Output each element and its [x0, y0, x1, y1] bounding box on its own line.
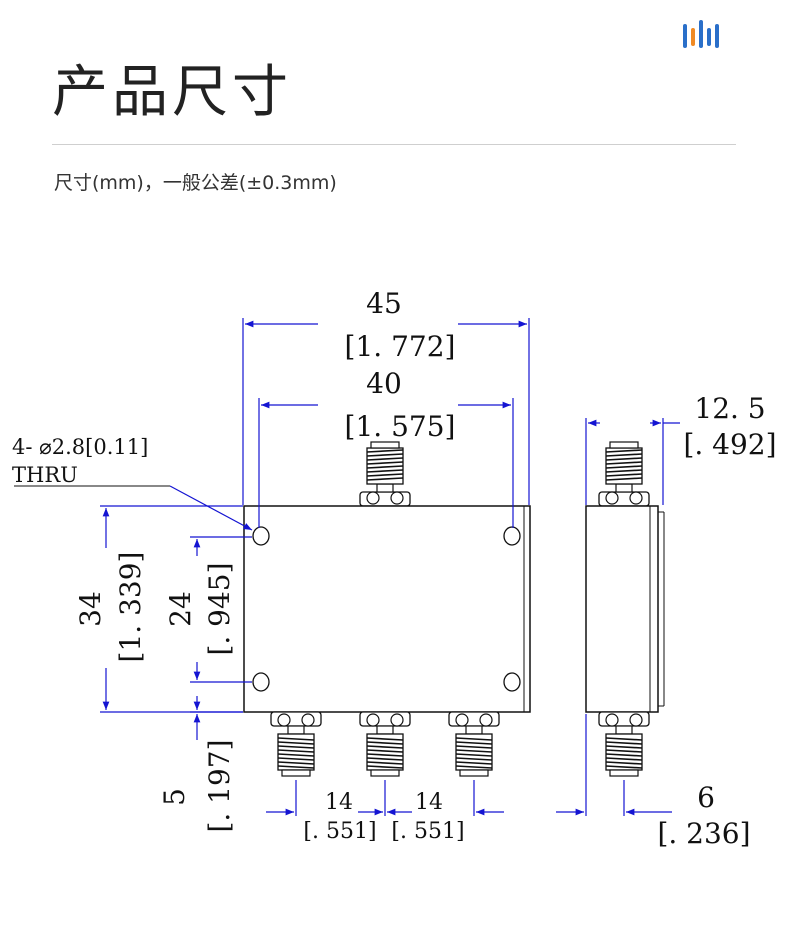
front-view — [243, 441, 531, 777]
hole-note-line1: 4- ⌀2.8[0.11] — [12, 435, 148, 459]
side-view — [585, 441, 665, 777]
dim-14-a: 14 — [325, 790, 353, 815]
dim-5: 5 — [158, 788, 191, 806]
brand-logo — [682, 18, 732, 52]
dim-12-5-in: [. 492] — [683, 428, 776, 461]
hole-note-line2: THRU — [12, 463, 78, 487]
housing-outline — [243, 505, 531, 713]
top-connector — [359, 441, 411, 507]
title-divider — [52, 144, 736, 145]
dim-34-in: [1. 339] — [114, 552, 147, 663]
dim-12-5: 12. 5 — [694, 392, 765, 425]
bottom-connector-1 — [270, 711, 322, 777]
bottom-connector-3 — [448, 711, 500, 777]
dim-40-in: [1. 575] — [345, 410, 456, 443]
dim-6-in: [. 236] — [657, 817, 750, 850]
dim-5-in: [. 197] — [203, 739, 236, 832]
dim-14-b-in: [. 551] — [391, 819, 464, 844]
dim-34: 34 — [74, 591, 107, 627]
dim-24-in: [. 945] — [203, 562, 236, 655]
dimension-note: 尺寸(mm)，一般公差(±0.3mm) — [54, 172, 337, 194]
dim-24: 24 — [164, 591, 197, 627]
bottom-connector-2 — [359, 711, 411, 777]
bars-logo-icon — [683, 20, 719, 48]
dim-6: 6 — [697, 781, 715, 814]
dim-14-b: 14 — [415, 790, 443, 815]
side-housing-outline — [585, 505, 659, 713]
mounting-holes — [252, 526, 521, 692]
dim-40: 40 — [366, 367, 402, 400]
dim-14-a-in: [. 551] — [303, 819, 376, 844]
dim-45: 45 — [366, 287, 402, 320]
dimension-lines — [100, 318, 680, 816]
dim-45-in: [1. 772] — [345, 330, 456, 363]
hole-note-leader — [14, 485, 253, 531]
dimension-labels: 45 [1. 772] 40 [1. 575] 34 [1. 339] 24 [… — [12, 287, 777, 850]
page-title: 产品尺寸 — [52, 60, 292, 125]
